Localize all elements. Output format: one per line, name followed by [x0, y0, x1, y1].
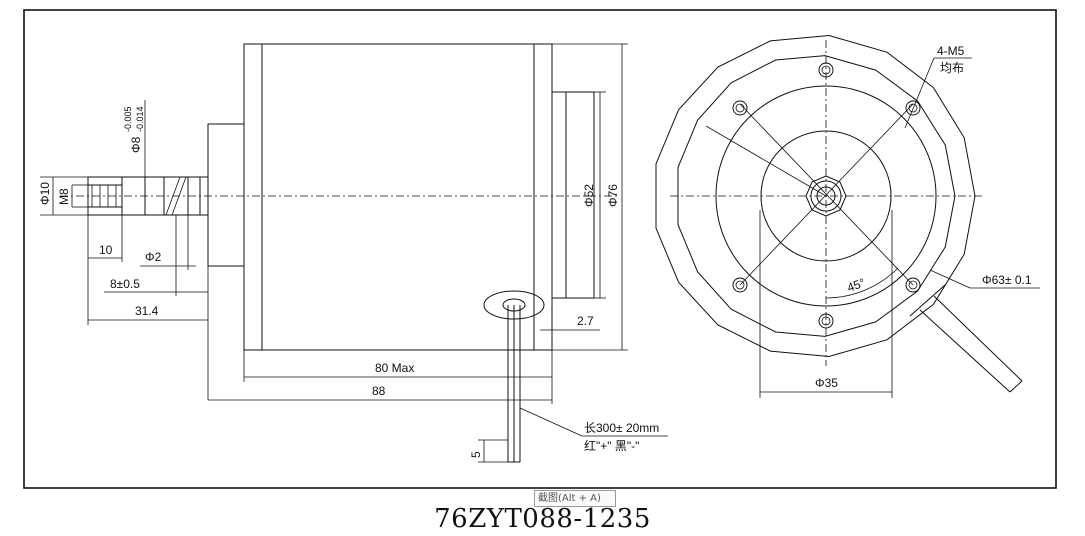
end-outline — [655, 34, 976, 358]
dim-dia2: Φ2 — [145, 250, 162, 264]
dim-dia8-tol-lower: -0.014 — [135, 106, 145, 132]
drawing-frame — [23, 9, 1057, 489]
dim-dia8-tol-upper: -0.005 — [123, 106, 133, 132]
side-view: Φ10 M8 Φ8 -0.005 -0.014 10 Φ2 8±0.5 31.4… — [38, 43, 668, 463]
dim-80-max: 80 Max — [375, 361, 414, 375]
dim-dia52: Φ52 — [582, 184, 596, 207]
rear-cap — [551, 91, 595, 299]
dim-dia10: Φ10 — [38, 182, 52, 205]
end-view: 4-M5 均布 45° Φ63± 0.1 Φ35 — [655, 34, 1040, 398]
front-boss — [207, 123, 245, 267]
angle-label: 45° — [845, 275, 867, 294]
dim-88: 88 — [372, 384, 386, 398]
holes-note: 均布 — [940, 61, 964, 75]
model-number: 76ZYT088-1235 — [434, 504, 651, 534]
motor-body — [243, 43, 553, 351]
dim-dia8: Φ8 — [129, 136, 143, 153]
lead-color-note: 红"+" 黑"-" — [584, 438, 639, 453]
dim-5: 5 — [469, 451, 483, 458]
dim-dia76: Φ76 — [606, 184, 620, 207]
dim-2-7: 2.7 — [577, 314, 594, 328]
screenshot-tooltip: 截图(Alt + A) — [534, 490, 616, 507]
dim-31-4: 31.4 — [135, 304, 159, 318]
dim-m8: M8 — [57, 188, 71, 205]
mounting-holes — [732, 62, 921, 329]
holes-label: 4-M5 — [937, 44, 965, 58]
dim-8: 8±0.5 — [110, 277, 140, 291]
dim-dia63: Φ63± 0.1 — [982, 273, 1032, 287]
dim-10: 10 — [99, 243, 113, 257]
dim-dia35: Φ35 — [815, 376, 838, 390]
lead-length-note: 长300± 20mm — [584, 421, 659, 435]
